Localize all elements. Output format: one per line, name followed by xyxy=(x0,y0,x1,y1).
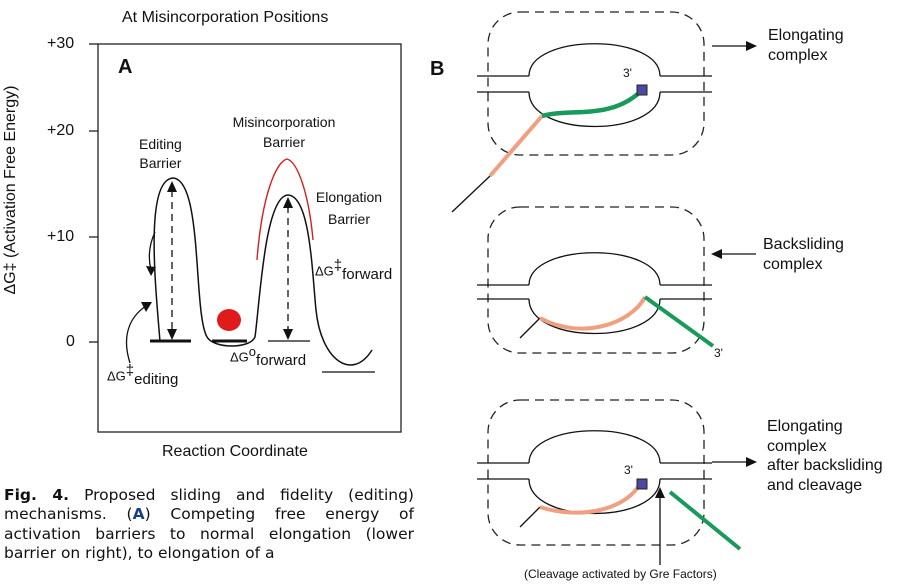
backsliding-arrow-head xyxy=(146,266,156,276)
dg-editing-pointer xyxy=(125,305,147,364)
dg-editing-label: ΔG‡editing xyxy=(107,362,178,388)
editing-barrier-line-2: Barrier xyxy=(139,155,182,171)
complex-1-rna-salmon xyxy=(488,114,544,178)
complex-3-bubble-top xyxy=(528,430,661,464)
complex-1-rna-exit xyxy=(451,175,491,213)
elongation-barrier-line-1: Elongation xyxy=(315,189,383,205)
dg0-forward-sup: o xyxy=(248,344,257,359)
complex-3-rna-salmon xyxy=(539,482,642,515)
complex-3 xyxy=(477,399,757,565)
editing-arrow-up xyxy=(167,181,177,192)
complex-3-label: Elongating complex after backsliding and… xyxy=(767,417,883,495)
y-tick-label-10: +10 xyxy=(47,228,75,245)
complex-1 xyxy=(451,11,757,213)
complex-2-arrow-head xyxy=(711,249,722,259)
panel-b-label: B xyxy=(430,58,445,80)
misincorporation-barrier-label: Misincorporation Barrier xyxy=(221,112,347,152)
misincorporation-barrier-line-2: Barrier xyxy=(262,134,305,150)
complex-2-rna-green xyxy=(643,295,715,348)
panel-a-label: A xyxy=(118,56,133,78)
forward-arrow-up xyxy=(283,197,293,208)
complex-2-three-prime: 3' xyxy=(714,346,723,360)
y-tick-label-30: +30 xyxy=(47,35,75,52)
cleavage-note: (Cleavage activated by Gre Factors) xyxy=(524,567,717,581)
complex-2-rna-salmon xyxy=(539,295,647,331)
forward-arrow-down xyxy=(283,329,293,340)
complex-3-three-prime: 3' xyxy=(624,463,633,477)
complex-3-label-line-2: complex xyxy=(767,437,827,455)
complex-2-rna-exit xyxy=(519,317,541,339)
complex-2-box xyxy=(487,206,705,354)
complex-3-cleaved-rna xyxy=(668,490,742,551)
dg-editing-pointer-head xyxy=(141,302,152,312)
complex-1-label: Elongating complex xyxy=(768,26,844,66)
complex-3-label-line-3: after backsliding xyxy=(767,457,883,474)
complex-1-label-line-2: complex xyxy=(768,47,828,64)
complex-3-arrow-head xyxy=(746,457,757,467)
y-axis-label: ΔG‡ (Activation Free Energy) xyxy=(2,85,19,295)
dg-forward-sup: ‡ xyxy=(333,257,343,274)
complex-3-active-site xyxy=(636,478,648,490)
dg-editing-base: ΔG xyxy=(107,368,126,384)
complex-2-label-line-1: Backsliding xyxy=(763,236,844,253)
dg-forward-base: ΔG xyxy=(315,263,334,279)
editing-barrier-line-1: Editing xyxy=(139,136,182,152)
misincorporation-barrier-line-1: Misincorporation xyxy=(232,114,336,130)
dg0-forward-label: ΔGoforward xyxy=(230,344,306,369)
dg0-forward-sub: forward xyxy=(256,351,307,369)
caption-part-1: Proposed sliding and fidelity (editing) … xyxy=(4,486,414,524)
editing-arrow-down xyxy=(167,329,177,340)
dg-editing-sup: ‡ xyxy=(125,362,135,379)
caption-part-2: ) Competing free energy of activation ba… xyxy=(4,505,414,563)
dg-forward-label: ΔG‡forward xyxy=(315,257,392,283)
complex-1-three-prime: 3' xyxy=(623,66,632,80)
misincorporation-barrier-curve xyxy=(256,158,314,261)
complex-3-label-line-4: and cleavage xyxy=(767,476,863,494)
x-axis-label: Reaction Coordinate xyxy=(162,443,308,460)
caption-ref-a: A xyxy=(132,505,145,524)
complex-2 xyxy=(477,206,756,354)
complex-2-bubble-top xyxy=(528,252,661,286)
complex-1-bubble-bottom xyxy=(528,91,661,127)
elongation-barrier-label: Elongation Barrier xyxy=(310,186,388,230)
misincorporated-base-dot xyxy=(217,309,241,331)
panel-a-title: At Misincorporation Positions xyxy=(122,9,329,26)
complex-1-arrow-head xyxy=(746,41,757,51)
complex-2-label-line-2: complex xyxy=(763,256,823,273)
dg0-forward-base: ΔG xyxy=(230,349,249,365)
complex-3-box xyxy=(487,399,705,546)
figure-caption: Fig. 4. Proposed sliding and fidelity (e… xyxy=(4,486,414,564)
complex-2-label: Backsliding complex xyxy=(763,235,844,275)
free-energy-curve xyxy=(153,177,373,366)
complex-3-bubble-bottom xyxy=(528,478,661,514)
complex-3-rna-exit xyxy=(519,506,541,528)
complex-1-label-line-1: Elongating xyxy=(768,27,844,44)
caption-fig-label: Fig. 4. xyxy=(4,486,70,504)
dg-forward-sub: forward xyxy=(342,265,393,283)
panel-a-frame xyxy=(97,43,402,433)
elongation-barrier-line-2: Barrier xyxy=(327,211,370,227)
cleavage-arrow-head xyxy=(655,487,665,498)
complex-1-bubble-top xyxy=(528,43,661,77)
y-tick-label-0: 0 xyxy=(66,333,75,350)
editing-barrier-label: Editing Barrier xyxy=(139,135,182,173)
complex-3-label-line-1: Elongating xyxy=(767,418,843,435)
complex-2-bubble-bottom xyxy=(528,298,661,334)
complex-1-box xyxy=(487,11,705,156)
complex-1-rna-green xyxy=(541,90,642,119)
dg-editing-sub: editing xyxy=(134,370,179,388)
complex-1-active-site xyxy=(636,84,648,96)
y-tick-label-20: +20 xyxy=(47,122,75,139)
